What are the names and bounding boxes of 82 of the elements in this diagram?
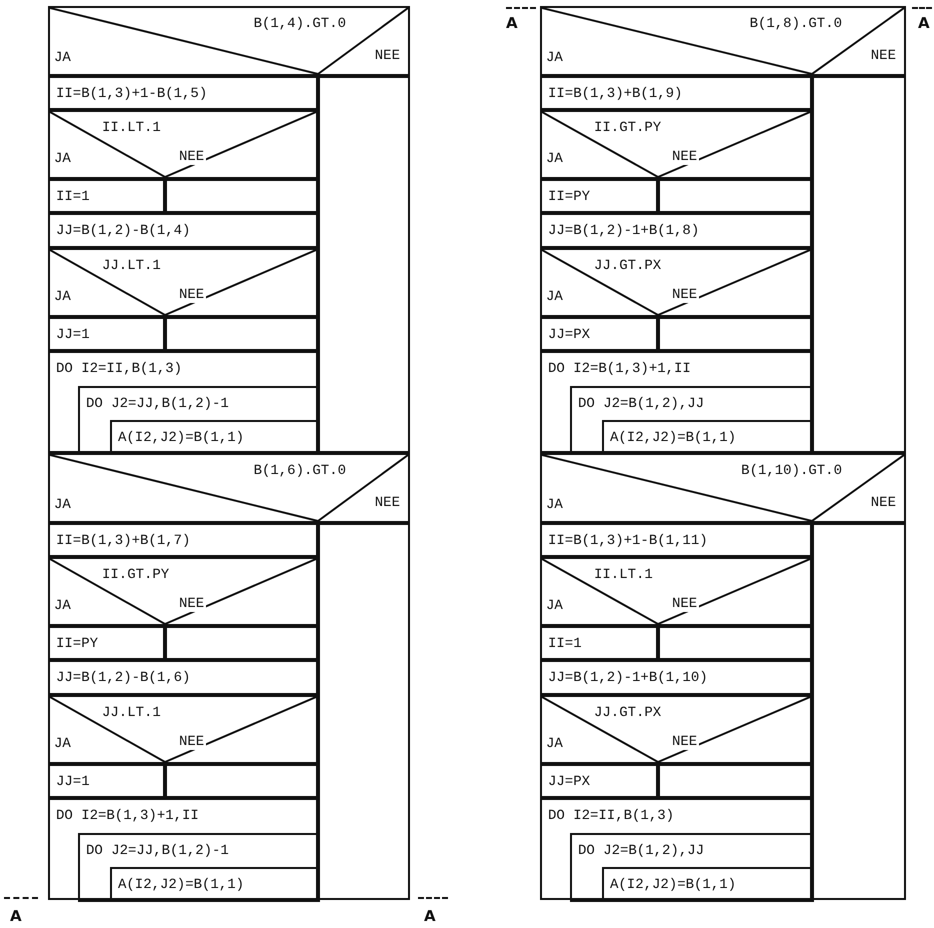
loop-block: [540, 798, 812, 900]
condition-text: B(1,4).GT.0: [252, 16, 348, 32]
condition-text: B(1,6).GT.0: [252, 463, 348, 479]
empty-box: [658, 179, 812, 213]
branch-label: JA: [546, 736, 563, 752]
empty-box: [658, 317, 812, 351]
branch-label: JA: [54, 151, 71, 167]
branch-label: JA: [546, 151, 563, 167]
branch-label: NEE: [670, 734, 700, 750]
process-box: JJ=B(1,2)-B(1,4): [48, 213, 318, 248]
branch-label: NEE: [177, 596, 206, 612]
process-box: II=PY: [48, 626, 165, 660]
decision-block: [540, 557, 812, 626]
empty-box: [318, 523, 410, 900]
process-box: JJ=B(1,2)-1+B(1,10): [540, 660, 812, 695]
branch-label: NEE: [177, 734, 206, 750]
condition-text: B(1,10).GT.0: [739, 463, 844, 479]
process-box: II=B(1,3)+B(1,7): [48, 523, 318, 557]
process-box: JJ=B(1,2)-1+B(1,8): [540, 213, 812, 248]
decision-block: [540, 248, 812, 317]
connector-letter: A: [918, 14, 930, 32]
connector-letter: A: [506, 14, 518, 32]
decision-block: [48, 110, 318, 179]
empty-box: [165, 626, 318, 660]
branch-label: JA: [54, 736, 71, 752]
process-box: JJ=PX: [540, 764, 658, 798]
loop-text: DO J2=B(1,2),JJ: [578, 396, 704, 412]
decision-block: [48, 6, 410, 76]
loop-block: [48, 798, 318, 900]
branch-label: NEE: [670, 596, 700, 612]
process-box: JJ=B(1,2)-B(1,6): [48, 660, 318, 695]
loop-text: DO I2=B(1,3)+1,II: [56, 808, 199, 824]
branch-label: JA: [546, 289, 563, 305]
process-box: II=B(1,3)+B(1,9): [540, 76, 812, 110]
loop-text: DO J2=JJ,B(1,2)-1: [86, 843, 229, 859]
connector-letter: A: [10, 907, 22, 925]
process-box: JJ=PX: [540, 317, 658, 351]
decision-block: [48, 695, 318, 764]
empty-box: [812, 523, 906, 900]
branch-label: NEE: [177, 149, 206, 165]
branch-label: JA: [546, 497, 563, 513]
branch-label: NEE: [670, 287, 700, 303]
loop-block: [78, 833, 320, 902]
empty-box: [165, 764, 318, 798]
process-box: II=PY: [540, 179, 658, 213]
decision-block: [540, 110, 812, 179]
branch-label: JA: [54, 497, 71, 513]
empty-box: [812, 76, 906, 453]
branch-label: NEE: [177, 287, 206, 303]
decision-block: [540, 6, 906, 76]
branch-label: JA: [54, 289, 71, 305]
loop-block: [48, 351, 318, 453]
branch-label: NEE: [670, 149, 700, 165]
loop-text: DO J2=JJ,B(1,2)-1: [86, 396, 229, 412]
process-box: II=B(1,3)+1-B(1,5): [48, 76, 318, 110]
process-box: II=1: [48, 179, 165, 213]
decision-block: [48, 248, 318, 317]
empty-box: [165, 179, 318, 213]
loop-block: [570, 833, 814, 902]
branch-label: JA: [546, 50, 563, 66]
empty-box: [318, 76, 410, 453]
loop-text: DO I2=B(1,3)+1,II: [548, 361, 691, 377]
branch-label: JA: [546, 598, 563, 614]
branch-label: JA: [54, 598, 71, 614]
decision-block: [48, 557, 318, 626]
loop-text: DO I2=II,B(1,3): [56, 361, 182, 377]
empty-box: [658, 626, 812, 660]
loop-block: [540, 351, 812, 453]
decision-block: [48, 453, 410, 523]
empty-box: [165, 317, 318, 351]
loop-text: DO J2=B(1,2),JJ: [578, 843, 704, 859]
process-box: II=1: [540, 626, 658, 660]
process-box: JJ=1: [48, 317, 165, 351]
loop-text: DO I2=II,B(1,3): [548, 808, 674, 824]
connector-letter: A: [424, 907, 436, 925]
process-box: JJ=1: [48, 764, 165, 798]
condition-text: B(1,8).GT.0: [748, 16, 844, 32]
decision-block: [540, 695, 812, 764]
process-box: II=B(1,3)+1-B(1,11): [540, 523, 812, 557]
empty-box: [658, 764, 812, 798]
branch-label: JA: [54, 50, 71, 66]
decision-block: [540, 453, 906, 523]
